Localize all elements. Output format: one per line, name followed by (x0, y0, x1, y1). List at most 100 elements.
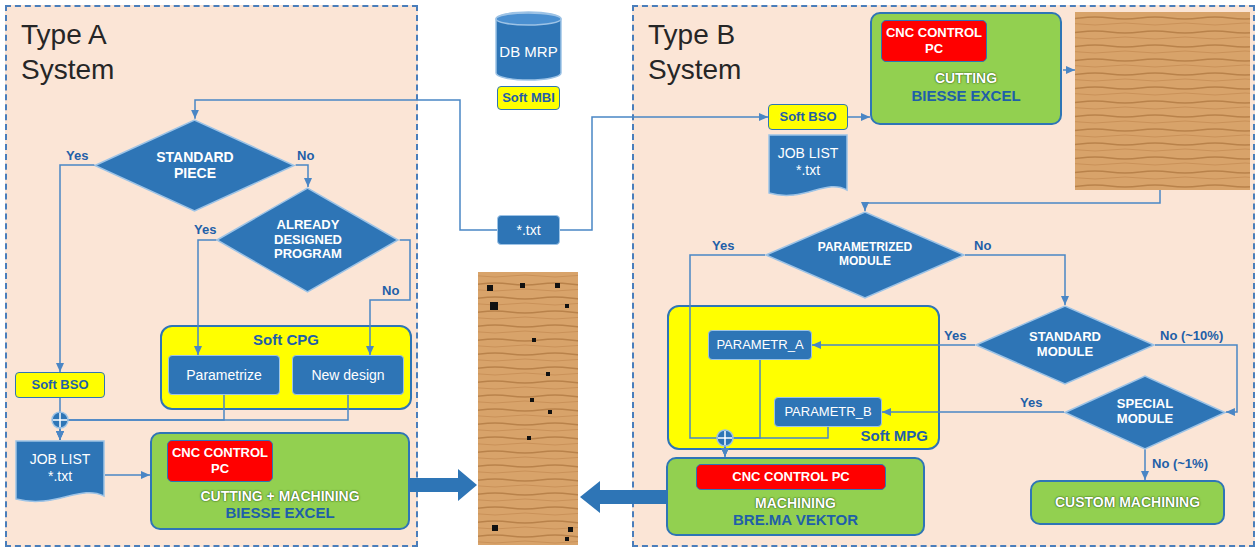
document-title: JOB LIST (30, 451, 91, 468)
edge-label-holder: No (297, 146, 314, 164)
machine-box: CUTTING + MACHININGBIESSE EXCELCNC CONTR… (150, 432, 410, 531)
edge-label-holder: Yes (712, 236, 734, 254)
drill-hole (520, 283, 525, 288)
machine-box: CUSTOM MACHINING (1030, 480, 1225, 525)
decision-text: SPECIAL MODULE (1110, 397, 1180, 427)
connector (965, 255, 1065, 305)
edge-label: Yes (712, 238, 734, 253)
process-box: Parametrize (168, 355, 280, 395)
edge-label: Yes (194, 222, 216, 237)
cylinder-body (496, 12, 561, 80)
document-fill (769, 135, 847, 195)
process-text: PARAMETR_B (784, 404, 871, 420)
control-pc-text: CNC CONTROL PC (732, 469, 849, 485)
diamond-fill (766, 212, 964, 298)
machine-box: CUTTINGBIESSE EXCEL CNC CONTROL PC (870, 12, 1062, 125)
connector (370, 240, 410, 355)
process-text: Parametrize (186, 367, 261, 384)
connector (60, 165, 94, 372)
connector (848, 116, 870, 118)
edge-label: Yes (1020, 395, 1042, 410)
drill-hole (568, 527, 573, 532)
merge-symbol (52, 412, 68, 428)
decision-text: ALREADY DESIGNED PROGRAM (267, 218, 349, 263)
software-name: Soft BSO (31, 377, 88, 393)
process-box: PARAMETR_A (708, 330, 812, 360)
operation-text: CUTTING + MACHINING (200, 488, 359, 505)
panel-title: Type A System (21, 17, 146, 87)
connector (882, 411, 1064, 413)
database-cylinder: DB MRP (495, 12, 562, 80)
connector (198, 240, 216, 355)
drill-hole (565, 304, 569, 308)
drill-hole (555, 283, 560, 288)
machined-panel-image (478, 272, 578, 545)
document-shape: JOB LIST*.txt (768, 134, 848, 200)
connector (105, 474, 150, 476)
edge-label-holder: Yes (944, 326, 966, 344)
drill-hole (546, 372, 550, 376)
process-text: *.txt (516, 222, 540, 239)
edge-label: No (~10%) (1160, 328, 1223, 343)
decision-text: STANDARD PIECE (143, 149, 247, 181)
software-name: Soft MBI (502, 90, 555, 106)
machine-name: BIESSE EXCEL (911, 87, 1020, 105)
connector (725, 427, 828, 457)
operation-text: MACHINING (755, 495, 836, 512)
edge-label-holder: No (974, 236, 991, 254)
process-text: PARAMETR_A (716, 337, 803, 353)
connector (560, 117, 768, 230)
edge-label-holder: Yes (194, 220, 216, 238)
machine-box: MACHININGBRE.MA VEKTORCNC CONTROL PC (666, 457, 925, 537)
system-panel: Type A SystemSTANDARD PIECE ALREADY DESIG… (5, 5, 418, 547)
edge-label-holder: Yes (66, 146, 88, 164)
edge-label: No (382, 283, 399, 298)
drill-hole (527, 436, 531, 440)
wood-board-image (1075, 12, 1250, 190)
document-title: JOB LIST (778, 145, 839, 162)
edge-label: No (974, 238, 991, 253)
machined-panel (478, 272, 578, 545)
diamond-fill (1065, 376, 1225, 449)
process-text: New design (311, 367, 384, 384)
edge-label-holder: No (~10%) (1160, 326, 1223, 344)
database-name: DB MRP (499, 43, 557, 61)
flow-line (865, 190, 1160, 211)
diamond-fill (95, 120, 294, 211)
flow-line (1063, 69, 1075, 71)
process-box: *.txt (497, 215, 560, 245)
process-box: New design (292, 355, 404, 395)
file-pattern: *.txt (48, 468, 72, 485)
cylinder-top (496, 13, 561, 25)
software-box: Soft MBI (497, 86, 560, 110)
drill-hole (490, 302, 498, 310)
edge-label-holder: Yes (1020, 393, 1042, 411)
drill-hole (530, 398, 534, 402)
edge-label: No (297, 148, 314, 163)
decision-diamond: SPECIAL MODULE (1064, 375, 1226, 450)
edge-label: Yes (944, 328, 966, 343)
output-arrow (410, 469, 477, 501)
operation-text: CUTTING (935, 70, 997, 87)
control-pc-box: CNC CONTROL PC (881, 20, 987, 62)
edge-label-holder: No (~1%) (1152, 454, 1208, 472)
output-arrow (580, 481, 666, 513)
decision-diamond: STANDARD MODULE (975, 305, 1155, 385)
document-fill (16, 441, 104, 501)
decision-diamond: PARAMETRIZED MODULE (765, 211, 965, 299)
connector (812, 344, 975, 346)
connector (1155, 345, 1237, 412)
software-name: Soft BSO (779, 109, 836, 125)
connector (60, 395, 224, 440)
edge-label: No (~1%) (1152, 456, 1208, 471)
connector (296, 165, 308, 187)
decision-diamond: ALREADY DESIGNED PROGRAM (216, 187, 399, 293)
drill-hole (532, 338, 536, 342)
drill-hole (487, 285, 493, 291)
drill-hole (548, 410, 552, 414)
software-name: Soft MPG (861, 427, 929, 445)
edge-label-holder: No (382, 281, 399, 299)
